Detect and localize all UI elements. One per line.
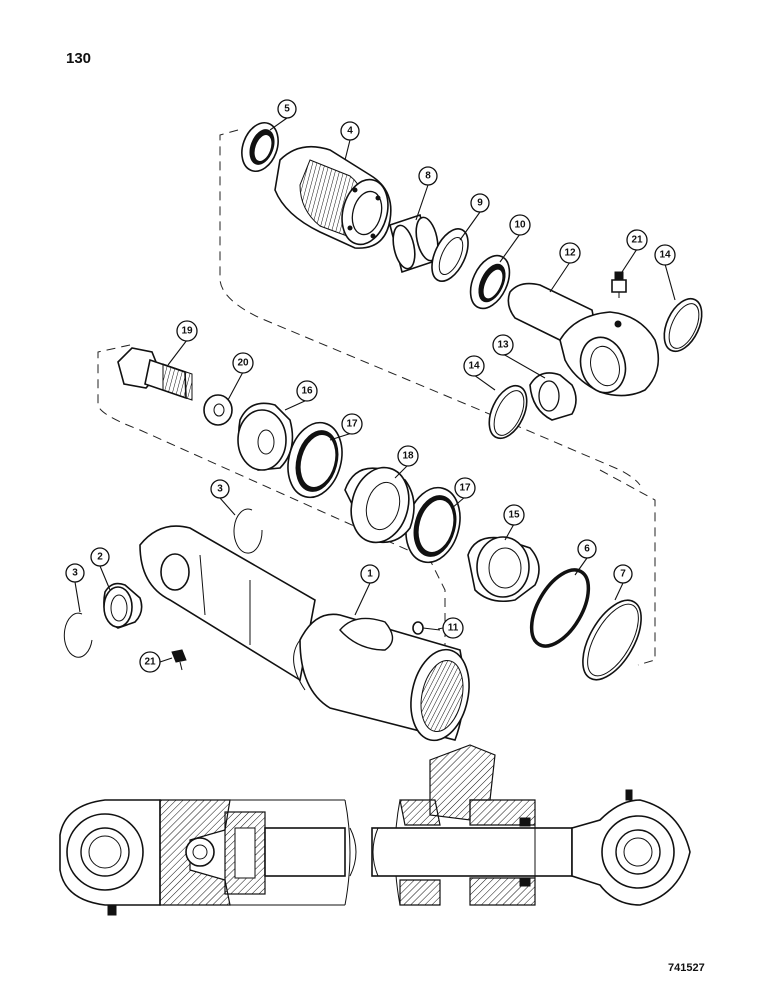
part-21-grease-fitting-upper [611,271,627,298]
part-17-seal-upper [287,421,343,499]
svg-text:3: 3 [217,484,223,495]
part-2-bushing [103,582,143,629]
svg-text:3: 3 [72,568,78,579]
svg-text:2: 2 [97,552,103,563]
callout-16: 16 [296,380,318,402]
part-18-piston [344,466,415,544]
part-10-rod-seal [469,254,511,310]
leader-lines [74,117,676,663]
svg-text:9: 9 [477,198,483,209]
part-20-washer [203,394,233,426]
callout-10: 10 [509,214,531,236]
part-16-nut [237,402,294,471]
svg-text:8: 8 [425,171,431,182]
svg-text:21: 21 [631,235,643,246]
svg-text:21: 21 [144,657,156,668]
callout-12: 12 [559,242,581,264]
svg-text:11: 11 [448,623,459,634]
callout-17-lower: 17 [454,477,476,499]
callout-9: 9 [470,193,490,213]
part-3-ring-lower [63,612,93,658]
callout-3-lower: 3 [65,563,85,583]
part-8-bushing [389,213,439,274]
svg-text:4: 4 [347,126,353,137]
callout-6: 6 [577,539,597,559]
callout-8: 8 [418,166,438,186]
svg-text:18: 18 [402,451,414,462]
callout-21-upper: 21 [626,229,648,251]
part-9-ring [431,228,469,282]
callout-20: 20 [232,352,254,374]
page-number: 130 [66,50,92,67]
part-4-cylinder-head [274,145,392,249]
svg-text:13: 13 [497,340,509,351]
rod-group-outline [219,129,641,486]
callout-18: 18 [397,445,419,467]
callout-21-lower: 21 [139,651,161,673]
callout-13: 13 [492,334,514,356]
callout-2: 2 [90,547,110,567]
assembled-cylinder-section [59,744,691,916]
callout-17-upper: 17 [341,413,363,435]
svg-text:6: 6 [584,544,590,555]
svg-text:19: 19 [181,326,193,337]
part-5-wiper-seal [241,121,279,173]
callout-7: 7 [613,564,633,584]
figure-code: 741527 [668,962,705,974]
part-3-ring-upper [233,508,263,554]
svg-text:5: 5 [284,104,290,115]
callout-4: 4 [340,121,360,141]
callout-5: 5 [277,99,297,119]
part-12-rod-eye [507,282,660,397]
svg-text:16: 16 [301,386,313,397]
callout-3-upper: 3 [210,479,230,499]
part-6-o-ring [529,568,591,648]
svg-text:14: 14 [468,361,480,372]
svg-text:17: 17 [459,483,471,494]
callout-14-upper: 14 [654,244,676,266]
part-15-cup [467,536,540,603]
svg-text:17: 17 [346,419,358,430]
part-1-barrel [139,525,470,742]
svg-text:10: 10 [514,220,526,231]
svg-text:15: 15 [508,510,520,521]
callout-15: 15 [503,504,525,526]
svg-text:12: 12 [564,248,576,259]
piston-group-outline [97,344,446,650]
callout-14-lower: 14 [463,355,485,377]
part-7-backup-ring [582,599,642,681]
seal-kit-outline [599,469,656,666]
callout-19: 19 [176,320,198,342]
part-19-bolt [117,347,193,401]
part-21-grease-fitting-lower [171,649,187,671]
part-11-screw [412,621,441,635]
part-13-bearing [529,372,577,421]
callout-1: 1 [360,564,380,584]
svg-text:1: 1 [367,569,373,580]
svg-text:20: 20 [237,358,249,369]
svg-text:7: 7 [620,569,626,580]
callout-11: 11 [442,617,464,639]
part-17-seal-lower [405,486,461,564]
svg-text:14: 14 [659,250,671,261]
